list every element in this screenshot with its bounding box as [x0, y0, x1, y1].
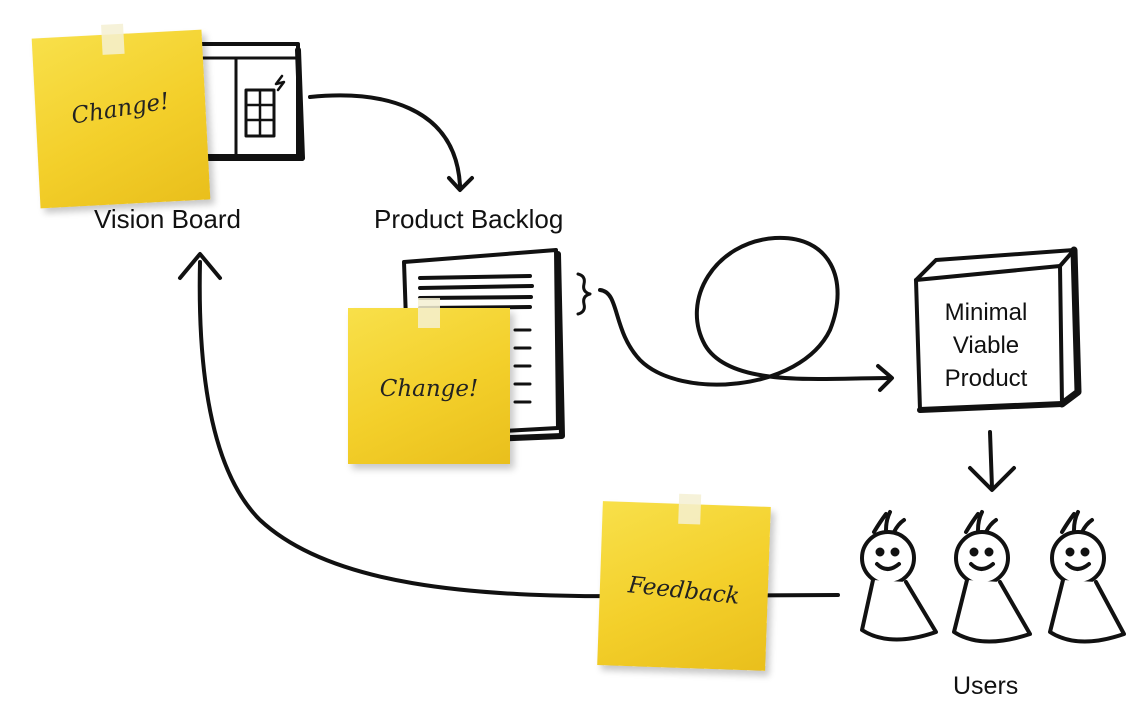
arrowhead-to-mvp — [876, 364, 894, 392]
sticky-note-vision-change: Change! — [31, 23, 211, 209]
mvp-label-line-3: Product — [944, 365, 1028, 392]
vision-board-label: Vision Board — [94, 204, 241, 234]
arrowhead-to-backlog — [447, 176, 474, 192]
user-figure-3 — [1048, 510, 1126, 644]
arrowhead-to-vision-board — [178, 252, 222, 280]
mvp-cube-icon — [914, 246, 1082, 413]
product-backlog-label: Product Backlog — [374, 204, 564, 234]
tape-icon — [418, 298, 440, 328]
users-label: Users — [953, 672, 1019, 700]
sticky-note-text: Feedback — [626, 572, 741, 610]
mvp-label-line-2: Viable — [952, 332, 1020, 359]
tape-icon — [101, 23, 125, 55]
arrowhead-to-users — [968, 466, 1016, 492]
user-figure-1 — [860, 510, 938, 642]
loop-arrow-to-mvp — [598, 235, 892, 387]
arrow-to-users — [988, 430, 994, 490]
sticky-note-backlog-change: Change! — [348, 298, 510, 464]
user-figure-2 — [952, 510, 1032, 644]
sticky-note-text: Change! — [379, 376, 479, 402]
arrow-to-backlog — [308, 93, 462, 187]
mvp-label-line-1: Minimal — [944, 299, 1028, 326]
feedback-arrow — [197, 260, 840, 599]
tape-icon — [678, 493, 702, 525]
mvp-label: Minimal Viable Product — [921, 296, 1051, 395]
sticky-note-text: Change! — [69, 88, 172, 130]
backlog-brace — [576, 272, 592, 316]
sticky-note-feedback: Feedback — [597, 493, 771, 671]
